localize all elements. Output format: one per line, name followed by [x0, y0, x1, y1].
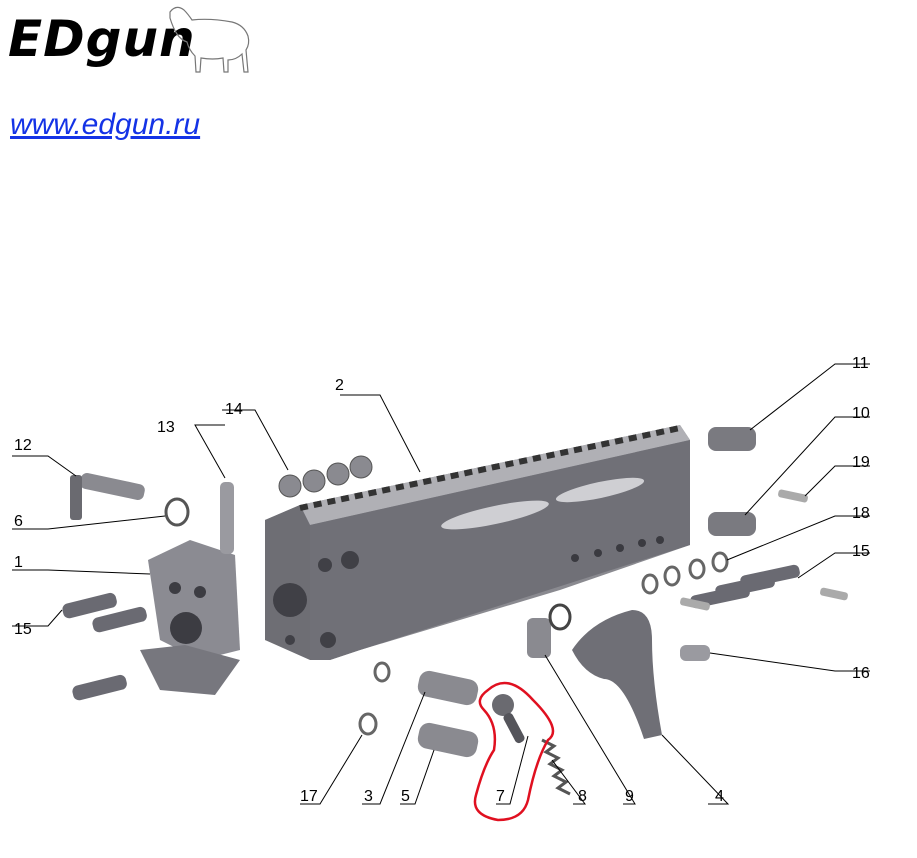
- part-4-lever: [572, 610, 662, 739]
- callout-4: 4: [715, 788, 724, 805]
- part-5-bushing: [417, 722, 479, 758]
- part-12-pin: [70, 473, 145, 520]
- callout-1: 1: [14, 554, 23, 571]
- leader-lines: [12, 363, 870, 805]
- highlight-outline: [473, 681, 555, 822]
- part-18-washers: [641, 551, 729, 595]
- callout-6: 6: [14, 513, 23, 530]
- part-19-pin: [778, 489, 808, 503]
- edgun-logo: EDgun: [8, 10, 196, 68]
- callout-12: 12: [14, 437, 32, 454]
- callout-7: 7: [496, 788, 505, 805]
- part-9-bushing: [527, 618, 551, 658]
- part-6-oring: [164, 497, 190, 527]
- part-1-block: [140, 540, 240, 695]
- part-7-plunger: [492, 694, 525, 744]
- part-17-washer: [373, 661, 391, 683]
- callout-8: 8: [578, 788, 587, 805]
- callout-14: 14: [225, 401, 243, 418]
- part-10-bushing: [708, 512, 756, 536]
- receiver-body: [265, 425, 690, 660]
- callout-19: 19: [852, 454, 870, 471]
- callout-9: 9: [625, 788, 634, 805]
- callout-13: 13: [157, 419, 175, 436]
- part-3-bushing: [417, 670, 479, 706]
- dog-icon: [169, 6, 250, 73]
- website-link[interactable]: www.edgun.ru: [10, 108, 201, 141]
- part-8-spring: [541, 738, 571, 796]
- callout-3: 3: [364, 788, 373, 805]
- callout-18: 18: [852, 505, 870, 522]
- callout-5: 5: [401, 788, 410, 805]
- callout-15-left: 15: [14, 621, 32, 638]
- callout-16: 16: [852, 665, 870, 682]
- part-15-screws-right: [680, 564, 848, 611]
- callout-2: 2: [335, 377, 344, 394]
- callout-17: 17: [300, 788, 318, 805]
- callout-10: 10: [852, 405, 870, 422]
- part-13-pin: [220, 482, 234, 554]
- part-14-nuts: [278, 455, 373, 498]
- part-11-bushing: [708, 427, 756, 451]
- callout-11: 11: [852, 355, 869, 372]
- part-16-screw: [680, 645, 710, 661]
- part-15-screws-left: [62, 592, 147, 701]
- callout-15-right: 15: [852, 543, 870, 560]
